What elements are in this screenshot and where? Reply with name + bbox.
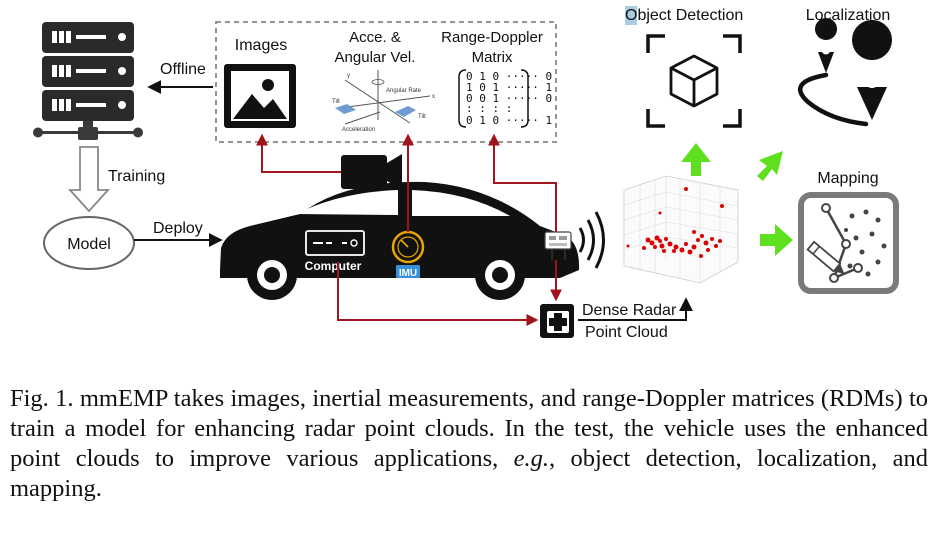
- rdm-label-line2: Matrix: [472, 49, 513, 66]
- rdm-matrix: 0 1 0 ····· 0 1 0 1 ····· 1 0 0 1 ····· …: [458, 69, 552, 128]
- caption-text-start: Fig. 1. mmEMP takes images, inertial mea…: [10, 385, 928, 472]
- output-to-pointcloud-arrow: [578, 297, 693, 321]
- radar-to-rdm-arrow: [488, 133, 557, 232]
- rdm-row-4: : : : :: [466, 102, 512, 115]
- object-detection-label: Object Detection: [625, 7, 743, 24]
- green-arrow-right: [760, 224, 793, 256]
- imu-axes-figure: y x Angular Rate Acceleration Tilt Tilt: [332, 70, 435, 133]
- green-arrow-up: [681, 143, 711, 176]
- figure-caption: Fig. 1. mmEMP takes images, inertial mea…: [10, 384, 928, 504]
- imu-acceleration: Acceleration: [342, 127, 375, 133]
- object-detection-icon: [646, 34, 742, 128]
- computer-label: Computer: [305, 259, 362, 273]
- model-ellipse: [43, 216, 135, 270]
- rdm-row-5: 0 1 0 ····· 1: [466, 114, 552, 127]
- deploy-label: Deploy: [153, 220, 203, 237]
- offline-data-box: [215, 21, 557, 143]
- caption-text-end: , object detection, localization, and ma…: [10, 445, 929, 502]
- offline-label: Offline: [160, 61, 206, 78]
- point-cloud-plot: [623, 175, 739, 284]
- text-highlight: [625, 6, 637, 25]
- training-label: Training: [108, 168, 165, 185]
- imu-angular-rate: Angular Rate: [386, 88, 422, 94]
- mapping-icon: [798, 192, 899, 294]
- imu-tilt-right: Tilt: [418, 114, 426, 120]
- rdm-row-2: 1 0 1 ····· 1: [466, 81, 552, 94]
- system-overview-diagram: Training Model Deploy Offline Images Acc…: [33, 6, 899, 341]
- car-icon: [220, 181, 580, 300]
- camera-to-images-arrow: [256, 133, 341, 173]
- server-icon: [33, 22, 143, 140]
- rdm-label-line1: Range-Doppler: [441, 29, 543, 46]
- rdm-row-1: 0 1 0 ····· 0: [466, 70, 552, 83]
- radar-wave-icon: [578, 211, 605, 269]
- mapping-label: Mapping: [817, 170, 878, 187]
- training-arrow: [67, 146, 111, 213]
- dense-radar-label-line2: Point Cloud: [585, 324, 668, 341]
- computer-icon: [305, 230, 365, 256]
- imu-label-line1: Acce. &: [349, 29, 401, 46]
- dense-radar-label-line1: Dense Radar: [582, 302, 677, 319]
- images-label: Images: [235, 37, 287, 54]
- computer-to-output-arrow: [337, 262, 539, 326]
- imu-axis-y: y: [347, 73, 350, 79]
- imu-badge: IMU: [399, 268, 417, 279]
- localization-icon: [797, 18, 893, 127]
- model-label: Model: [67, 236, 111, 253]
- caption-eg: e.g.: [513, 445, 550, 472]
- imu-axis-x: x: [432, 94, 435, 100]
- imu-tilt-left: Tilt: [332, 99, 340, 105]
- enhance-plus-icon: [540, 304, 574, 338]
- radar-sensor-icon: [544, 231, 572, 260]
- camera-icon: [341, 154, 402, 190]
- rdm-row-3: 0 0 1 ····· 0: [466, 92, 552, 105]
- imu-label-line2: Angular Vel.: [335, 49, 416, 66]
- green-arrow-diagonal: [757, 151, 783, 181]
- image-icon: [224, 64, 296, 128]
